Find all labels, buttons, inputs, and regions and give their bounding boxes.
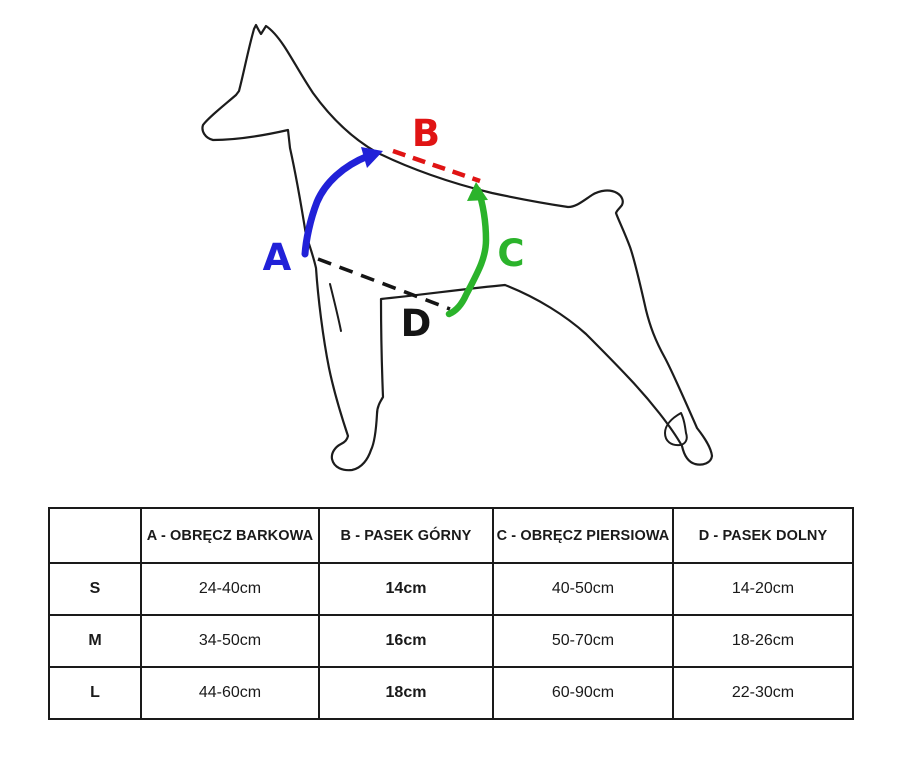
- header-c-obrecz-piersiowa: C - OBRĘCZ PIERSIOWA: [492, 507, 674, 564]
- arc-c-arrowhead: [467, 182, 488, 201]
- value-l-d: 22-30cm: [672, 666, 854, 720]
- size-label-m: M: [48, 614, 142, 668]
- value-l-a: 44-60cm: [140, 666, 320, 720]
- measure-arc-a: [301, 152, 372, 258]
- value-m-c: 50-70cm: [492, 614, 674, 668]
- label-d: D: [401, 302, 432, 345]
- header-a-obrecz-barkowa: A - OBRĘCZ BARKOWA: [140, 507, 320, 564]
- dog-measurement-diagram: A B C D: [201, 23, 714, 472]
- measure-arc-c: [445, 186, 490, 318]
- arc-a-arrowhead: [361, 147, 383, 168]
- header-b-pasek-gorny: B - PASEK GÓRNY: [318, 507, 494, 564]
- label-c: C: [497, 232, 524, 275]
- far-front-leg-line: [329, 283, 342, 332]
- label-b: B: [412, 112, 440, 155]
- far-rear-paw: [663, 412, 688, 447]
- value-s-d: 14-20cm: [672, 562, 854, 616]
- header-d-pasek-dolny: D - PASEK DOLNY: [672, 507, 854, 564]
- value-m-b: 16cm: [318, 614, 494, 668]
- value-m-a: 34-50cm: [140, 614, 320, 668]
- label-a: A: [263, 236, 292, 279]
- value-l-c: 60-90cm: [492, 666, 674, 720]
- table-row-m: M 34-50cm 16cm 50-70cm 18-26cm: [48, 614, 854, 668]
- measure-line-b: [392, 148, 481, 184]
- table-header-row: A - OBRĘCZ BARKOWA B - PASEK GÓRNY C - O…: [48, 507, 854, 564]
- table-row-s: S 24-40cm 14cm 40-50cm 14-20cm: [48, 562, 854, 616]
- measure-line-d: [317, 257, 451, 311]
- size-label-s: S: [48, 562, 142, 616]
- value-m-d: 18-26cm: [672, 614, 854, 668]
- value-s-a: 24-40cm: [140, 562, 320, 616]
- size-label-l: L: [48, 666, 142, 720]
- value-l-b: 18cm: [318, 666, 494, 720]
- header-size: [48, 507, 142, 564]
- table-row-l: L 44-60cm 18cm 60-90cm 22-30cm: [48, 666, 854, 720]
- value-s-c: 40-50cm: [492, 562, 674, 616]
- size-table: A - OBRĘCZ BARKOWA B - PASEK GÓRNY C - O…: [48, 507, 854, 720]
- value-s-b: 14cm: [318, 562, 494, 616]
